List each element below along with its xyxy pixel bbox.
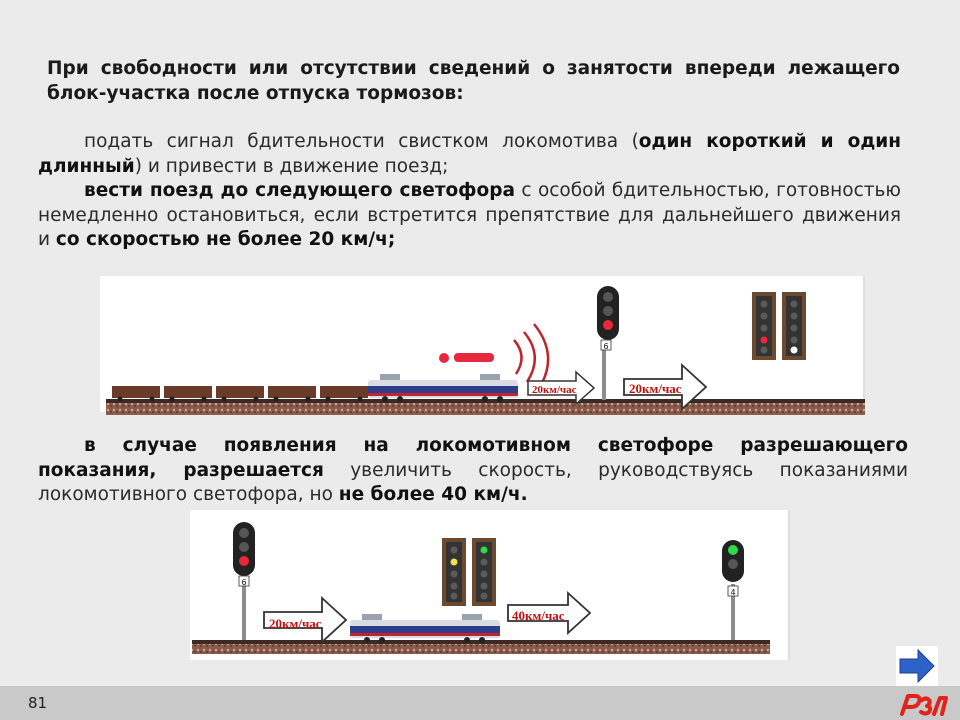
text-bold: один короткий и один длинный [38,131,901,177]
text-part: подать сигнал бдительности свистком локо… [84,131,639,152]
text-bold: со скоростью не более 20 км/ч; [55,229,396,250]
speed-arrow-big-label: 20км/час [629,381,682,396]
signal-green: 4 [722,540,744,640]
speed-arrow-small: 20км/час [527,370,596,406]
scene-train-20kmh: 20км/час 6 20км/час [100,276,865,415]
speed-arrow-left-label: 20км/час [269,616,322,631]
cab-signal-panels [752,292,806,360]
heading: При свободности или отсутствии сведений … [47,58,900,104]
speed-arrow-small-label: 20км/час [532,384,577,396]
signal-red: 6 [233,522,255,640]
locomotive [350,614,500,643]
next-slide-arrow-icon[interactable] [896,646,938,686]
speed-arrow-big: 20км/час [623,362,708,412]
signal-red: 6 [597,286,619,400]
text-bold: не более 40 км/ч. [338,484,528,505]
paragraph-instructions: подать сигнал бдительности свистком локо… [38,130,901,253]
text-part: ) и привести в движение поезд; [134,155,449,177]
page-number: 81 [28,694,48,712]
signal-plate: 6 [241,578,246,587]
signal-plate: 4 [730,588,735,597]
freight-wagons [112,386,368,402]
speed-arrow-right: 40км/час [507,590,592,636]
ballast [106,403,865,415]
scene-train-40kmh: 6 20км/час 40км/час 4 [190,510,790,660]
text-bold: вести поезд до следующего светофора [84,180,515,201]
cab-signal-panels [442,538,496,606]
footer-bar: 81 [0,686,960,720]
rzd-logo-icon [900,694,948,716]
signal-plate: 6 [603,342,608,351]
paragraph-speed-increase: в случае появления на локомотивном свето… [38,434,908,508]
text-part: с особой бдительностью, готовностью неме… [38,180,901,250]
text-bold: в случае появления на локомотивном свето… [38,435,908,481]
text-part: увеличить скорость, руководствуясь показ… [38,459,908,506]
ballast [192,644,770,654]
speed-arrow-right-label: 40км/час [512,608,565,623]
locomotive [368,374,518,402]
speed-arrow-left: 20км/час [263,595,348,645]
